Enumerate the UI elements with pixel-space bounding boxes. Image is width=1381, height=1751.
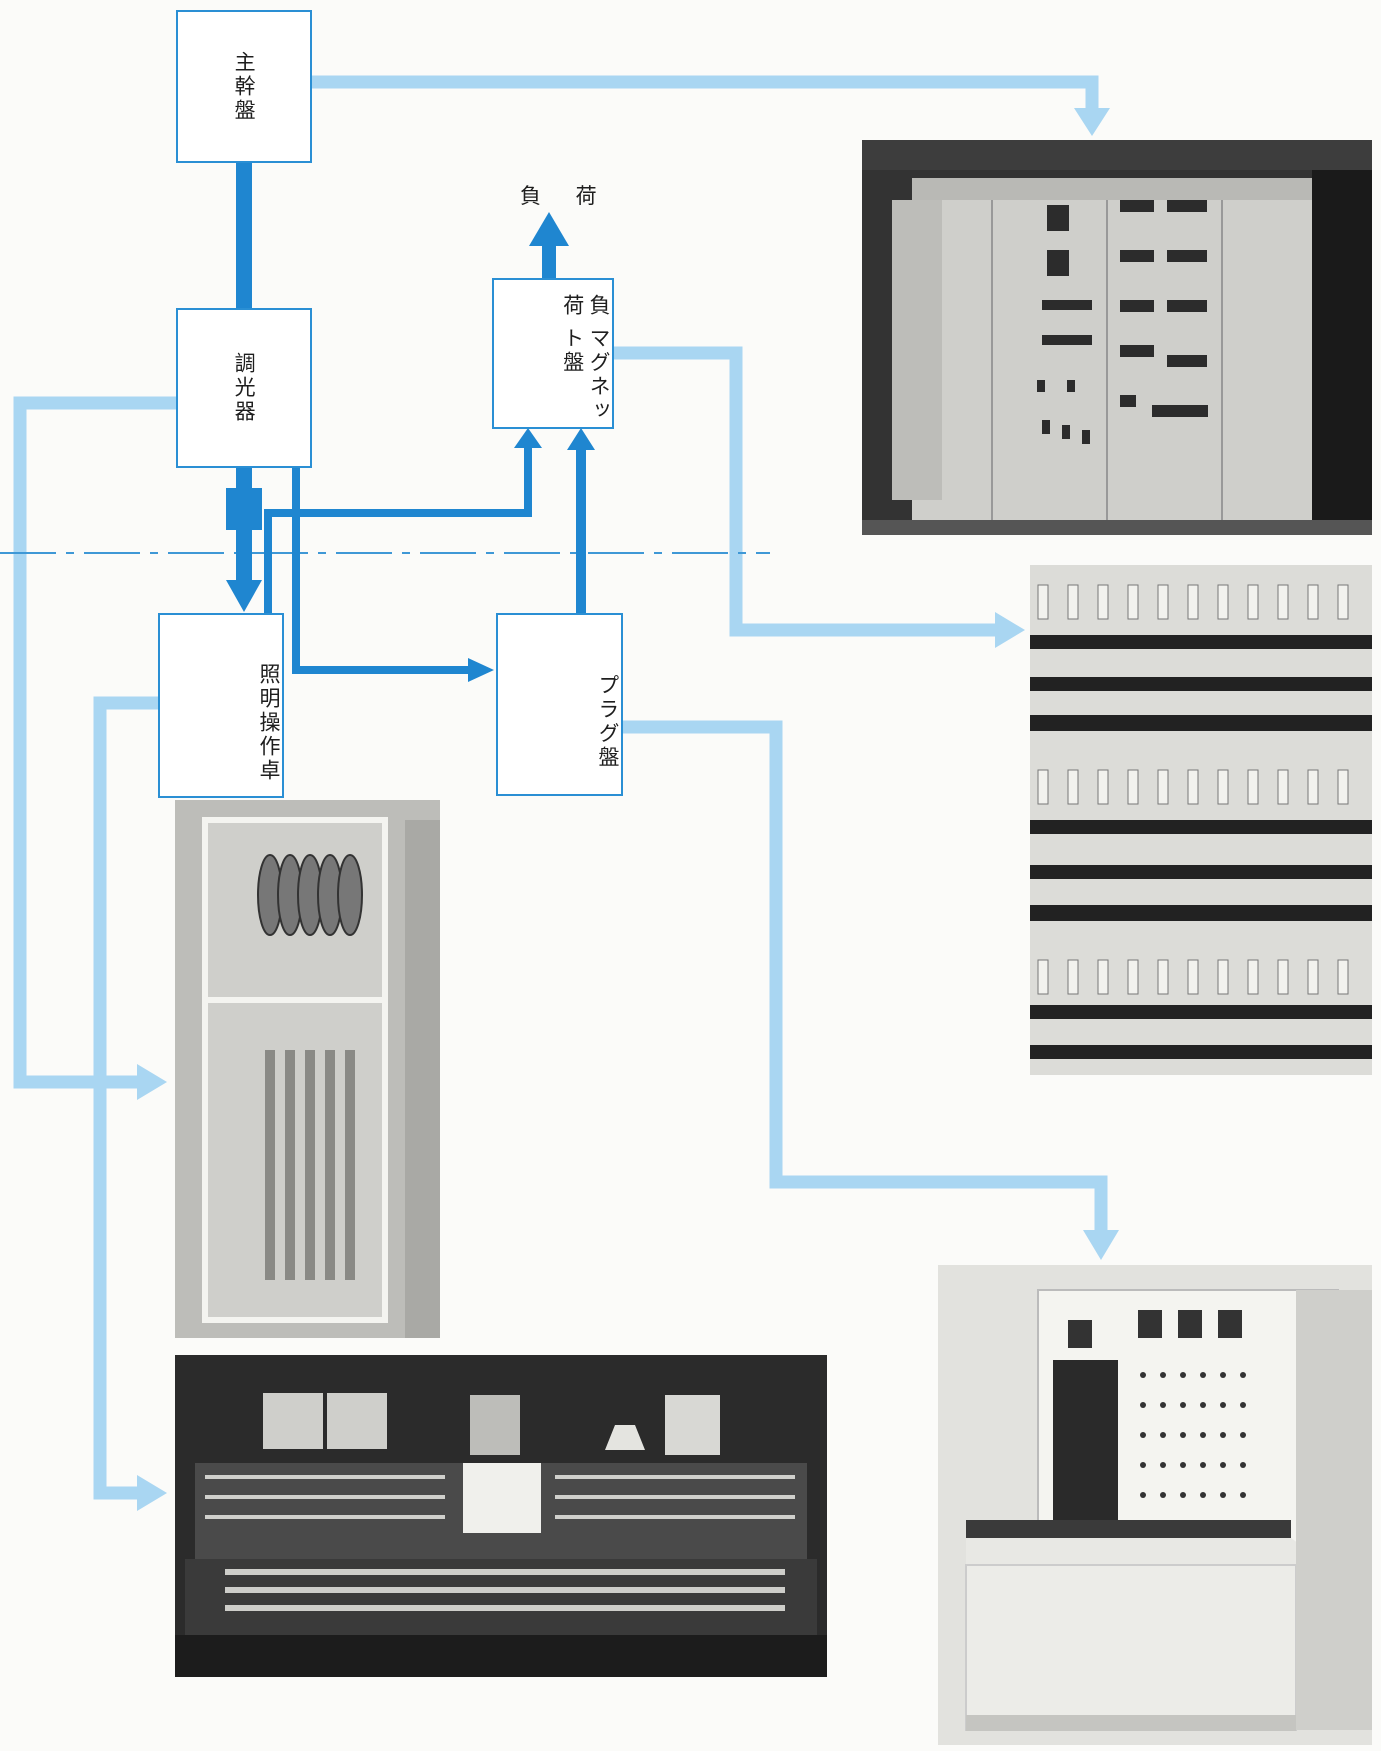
connector-magnet-to-plugs [614,346,1000,637]
load-label: 負 荷 [520,184,611,208]
patch-board-photo [938,1265,1372,1745]
plug-board-label: プラグ盤 [596,673,620,770]
console-label: 照明操作卓 [257,662,281,783]
arrowhead-desk [137,1475,167,1511]
connector-plug-to-patchboard [623,720,1108,1232]
console-box: 照明操作卓 [158,613,284,798]
main-board-label: 主幹盤 [232,50,257,123]
load-magnet-label-2: マグネット盤 [560,327,611,424]
load-magnet-label-1: 負荷 [560,294,611,318]
lighting-console-photo [175,1355,827,1677]
connector-dimmer-to-rack [13,396,176,1089]
plug-board-box: プラグ盤 [496,613,623,796]
arrowhead-load [529,212,569,246]
main-board-cabinet-photo [862,140,1372,535]
link-dimmer-to-plug [292,466,470,674]
arrowhead-cabinet [1074,108,1110,136]
link-connector-block [226,488,262,530]
main-board-box: 主幹盤 [176,10,312,163]
dimmer-rack-photo [175,800,440,1338]
arrowhead-plugs [995,612,1025,648]
arrowhead-console [226,580,262,612]
arrowhead-rack [137,1064,167,1100]
dimmer-label: 調光器 [232,352,257,424]
arrowhead-plug [468,658,494,682]
arrowhead-patchboard [1083,1230,1119,1260]
plug-connectors-photo [1030,565,1372,1075]
connector-main-to-cabinet [308,75,1099,112]
connector-console-to-desk [93,696,158,1500]
dimmer-box: 調光器 [176,308,312,468]
arrowhead-magnet-left [514,428,542,448]
load-magnet-board-box: 負荷 マグネット盤 [492,278,614,429]
arrowhead-magnet-right [567,428,595,450]
link-console-to-magnet [264,448,532,613]
